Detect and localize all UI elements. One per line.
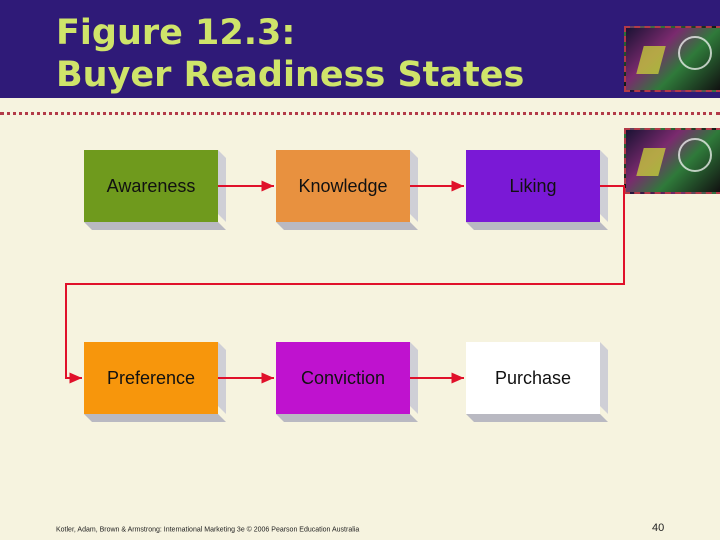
header-divider	[0, 112, 720, 115]
footer-citation: Kotler, Adam, Brown & Armstrong: Interna…	[56, 526, 360, 534]
decorative-photo-top	[624, 26, 720, 92]
stage-purchase: Purchase	[466, 342, 616, 422]
stage-awareness-label: Awareness	[84, 150, 218, 222]
stage-preference-side	[218, 342, 226, 414]
stage-purchase-side	[600, 342, 608, 414]
stage-preference-label: Preference	[84, 342, 218, 414]
stage-purchase-bottom	[466, 414, 608, 422]
stage-liking-side	[600, 150, 608, 222]
stage-awareness-side	[218, 150, 226, 222]
stage-knowledge-side	[410, 150, 418, 222]
stage-conviction-label: Conviction	[276, 342, 410, 414]
stage-awareness: Awareness	[84, 150, 234, 230]
slide-title-line-2: Buyer Readiness States	[56, 55, 525, 95]
stage-conviction-bottom	[276, 414, 418, 422]
stage-liking: Liking	[466, 150, 616, 230]
stage-liking-bottom	[466, 222, 608, 230]
stage-conviction: Conviction	[276, 342, 426, 422]
slide-title-line-1: Figure 12.3:	[56, 13, 296, 53]
slide-title: Figure 12.3: Buyer Readiness States	[56, 12, 524, 96]
stage-knowledge-label: Knowledge	[276, 150, 410, 222]
stage-liking-label: Liking	[466, 150, 600, 222]
stage-purchase-label: Purchase	[466, 342, 600, 414]
stage-preference: Preference	[84, 342, 234, 422]
page-number: 40	[652, 522, 665, 534]
stage-conviction-side	[410, 342, 418, 414]
decorative-photo-bottom	[624, 128, 720, 194]
slide-header: Figure 12.3: Buyer Readiness States	[0, 0, 720, 98]
stage-knowledge: Knowledge	[276, 150, 426, 230]
stage-knowledge-bottom	[276, 222, 418, 230]
stage-awareness-bottom	[84, 222, 226, 230]
stage-preference-bottom	[84, 414, 226, 422]
